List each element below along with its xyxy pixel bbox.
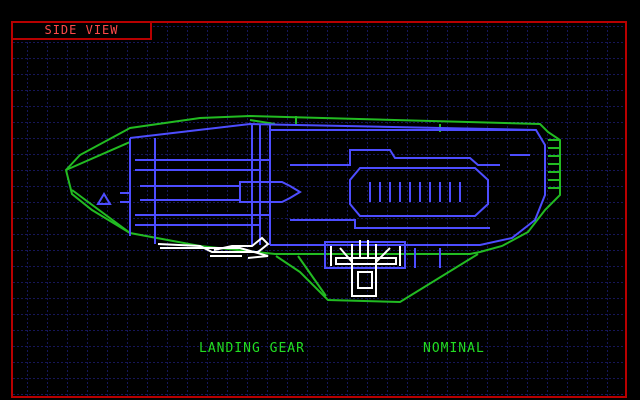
hull-outline — [64, 114, 561, 304]
landing-gear-icon — [157, 236, 401, 297]
status-label: LANDING GEAR — [199, 341, 305, 356]
panel-title: SIDE VIEW — [11, 21, 152, 40]
viewport-frame — [11, 21, 627, 398]
status-value: NOMINAL — [423, 341, 485, 356]
internal-structure — [96, 122, 546, 269]
blueprint-grid — [13, 23, 625, 396]
